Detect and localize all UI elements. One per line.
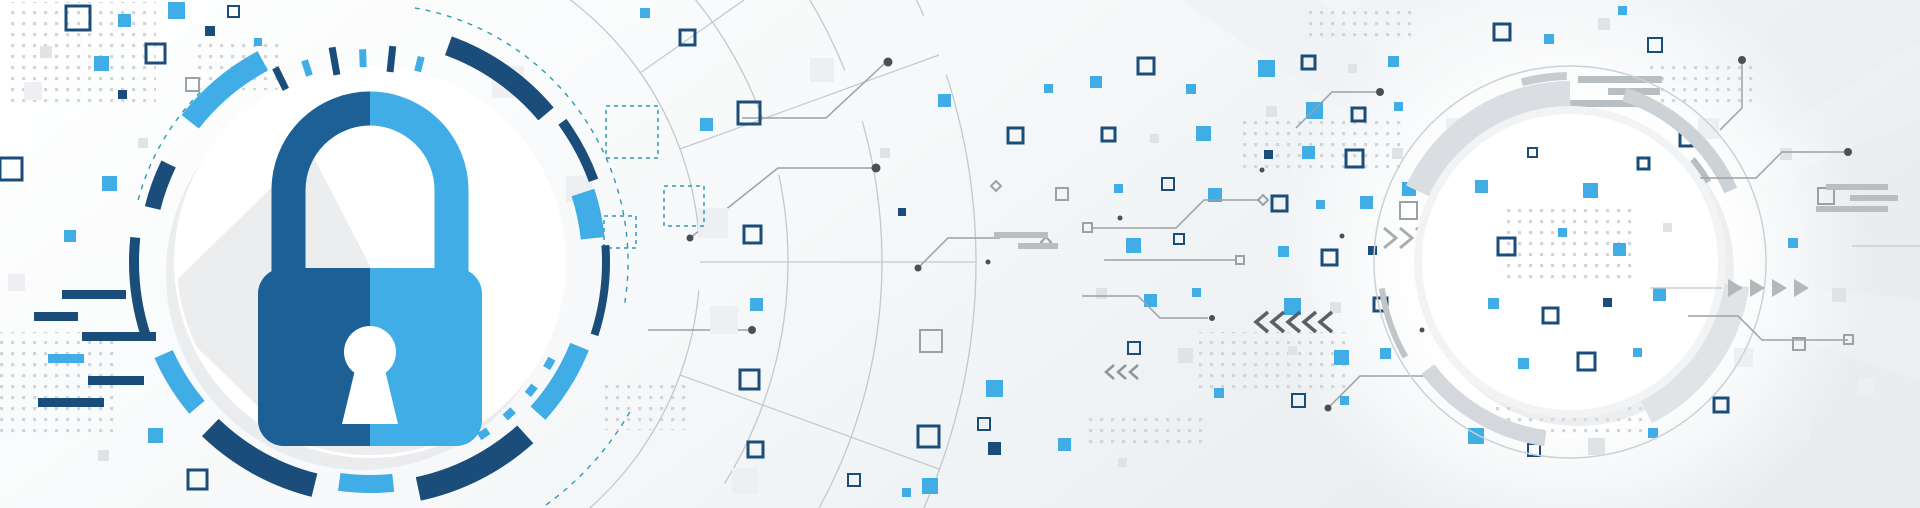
arrow-triangles-icon [1650,279,1809,297]
equalizer-bars-icon [272,45,425,91]
segmented-ring-icon [126,18,614,506]
chevrons-gray-icon [1383,226,1447,250]
chevrons-dark-icon [1253,310,1334,334]
far-right-traces [1650,56,1920,345]
padlock-icon [258,91,482,446]
keyhole-icon [342,326,398,424]
tech-circle-ring-icon [1377,69,1763,455]
dashed-arcs [137,7,631,508]
tech-circle-outline [1373,65,1767,459]
shackle-dark-half [271,91,370,272]
barcode-left [34,290,156,407]
dashed-squares [603,105,705,249]
pixel-squares-inner [1475,147,1672,372]
pixel-squares-left [0,2,1003,497]
chevrons-small-icon [1104,364,1139,380]
tech-circle [1373,65,1767,459]
security-emblem [126,18,614,506]
fan-arcs [0,0,977,508]
lock-body-dark-half [258,268,370,446]
